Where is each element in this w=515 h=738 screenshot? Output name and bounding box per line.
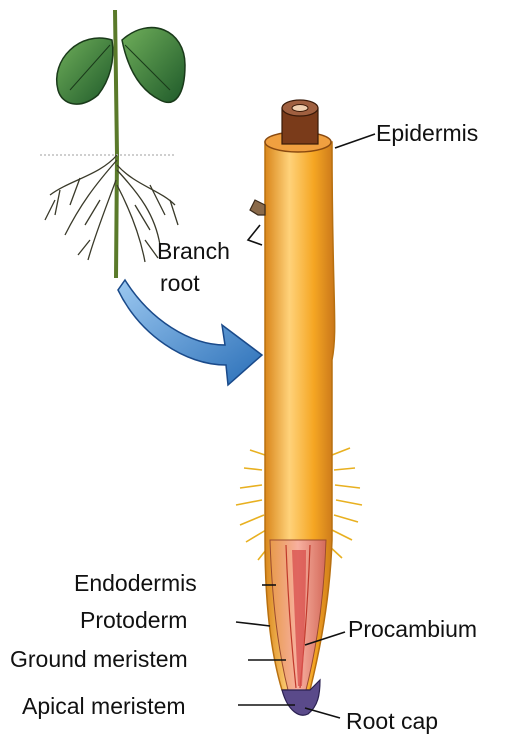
label-apical-meristem: Apical meristem (22, 693, 186, 719)
label-endodermis: Endodermis (74, 570, 197, 596)
label-procambium: Procambium (348, 616, 477, 642)
label-ground-meristem: Ground meristem (10, 646, 188, 672)
label-protoderm: Protoderm (80, 607, 187, 633)
label-branch-root-line1: Branch (157, 238, 230, 264)
root-cross-section (236, 100, 362, 715)
branch-root-leader (248, 225, 262, 245)
label-branch-root-line2: root (160, 270, 200, 296)
label-root-cap: Root cap (346, 708, 438, 734)
label-epidermis: Epidermis (376, 120, 478, 146)
